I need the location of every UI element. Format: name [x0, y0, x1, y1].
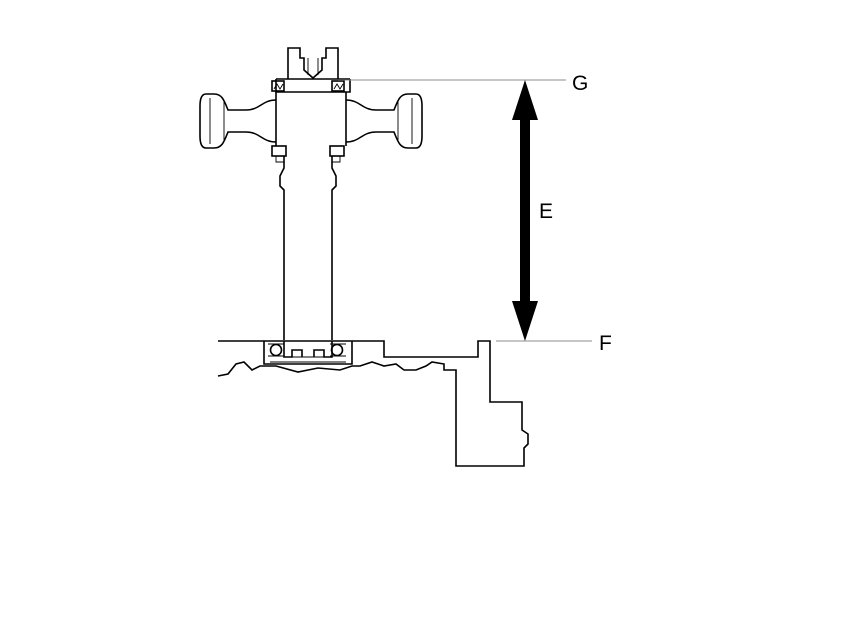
upper-seal-left: [271, 80, 285, 92]
dimension-arrow: [512, 80, 538, 341]
bearing-block: [263, 341, 353, 365]
base-housing: [217, 340, 529, 467]
dimension-annotation: G E F: [338, 72, 612, 355]
arrow-shaft: [520, 118, 530, 303]
hub-assembly: [199, 47, 423, 163]
lower-seal-left: [271, 145, 287, 157]
shaft-center-channel: [307, 58, 319, 75]
label-g: G: [572, 72, 588, 95]
arrowhead-down: [512, 301, 538, 341]
housing-outline: [217, 340, 529, 467]
flange-arm-right: [345, 93, 423, 149]
upper-seal-right: [331, 80, 345, 92]
shaft-left-edge: [279, 156, 285, 340]
shaft-socket: [283, 341, 333, 358]
arrowhead-up: [512, 80, 538, 120]
bearing-right: [330, 343, 344, 357]
label-f: F: [599, 332, 612, 355]
shaft-right-edge: [331, 156, 337, 340]
shaft-top-cap: [287, 47, 339, 80]
label-e: E: [539, 200, 553, 223]
lower-seal-right: [329, 145, 345, 157]
bearing-left: [269, 343, 283, 357]
shaft: [279, 156, 337, 340]
flange-arm-left: [199, 93, 277, 149]
